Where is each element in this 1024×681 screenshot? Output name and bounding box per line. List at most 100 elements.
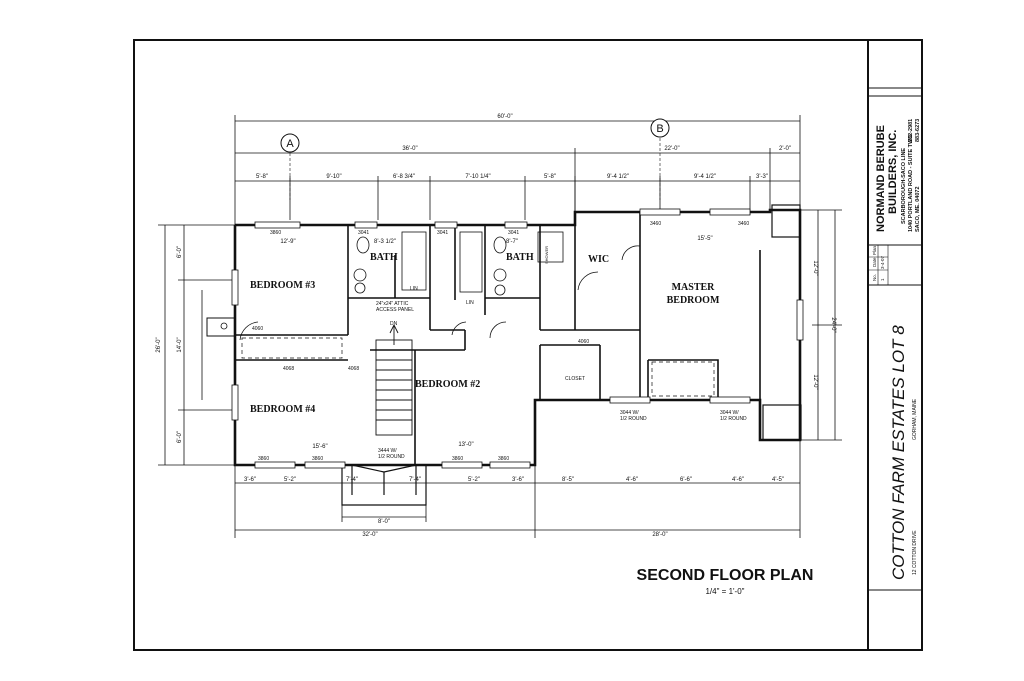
dim-bottom-0: 3'-6" [244,477,256,483]
note-round-1b: 1/2 ROUND [378,454,405,460]
dim-chain-top: 5'-8" 9'-10" 6'-8 3/4" 7'-10 1/4" 5'-8" … [256,174,768,180]
dim-left-overall: 26'-0" [156,337,162,352]
front-bay [341,464,427,506]
corner-box [762,404,802,441]
side-dimensions [158,209,842,466]
dim-bottom-6: 8'-5" [562,477,574,483]
window-tag-10: 4060 [252,326,263,332]
dim-left-bot: 6'-0" [177,431,183,443]
bottom-dimensions [234,440,801,538]
room-wic: WIC [588,254,609,265]
rev-row-no: 1 [880,278,885,281]
room-bedroom-2: BEDROOM #2 [415,379,480,390]
dim-bed4-width: 15'-6" [312,444,327,450]
grid-marker-b-label: B [656,123,663,135]
dim-bottom-3: 7'-4" [409,477,421,483]
note-attic-2: ACCESS PANEL [376,307,414,313]
grid-marker-b: B [650,118,670,200]
fireplace-box [206,317,236,337]
window-tag-11: 4068 [283,366,294,372]
exterior-walls [233,208,802,467]
dim-bottom-9: 4'-6" [732,477,744,483]
dim-bottom-10: 4'-5" [772,477,784,483]
dim-bed2-width: 13'-0" [458,442,473,448]
phone-1: 282-2981 [908,119,914,142]
window-tag-6: 3860 [258,456,269,462]
dim-bottom-7: 4'-6" [626,477,638,483]
window-tag-2: 3041 [437,230,448,236]
dim-top-right-end: 2'-0" [779,146,791,152]
window-tag-1: 3041 [358,230,369,236]
dim-master-width: 15'-5" [697,236,712,242]
note-round-2b: 1/2 ROUND [620,416,647,422]
window-tag-4: 3460 [650,221,661,227]
dim-top-right: 22'-0" [664,146,679,152]
dim-bottom-1: 5'-2" [284,477,296,483]
dim-chain-0: 5'-8" [256,174,268,180]
address-line-1: 1040 PORTLAND ROAD - SUITE TWO [908,134,914,232]
note-round-3a: 3044 W/ [720,410,739,416]
dim-bath1-width: 8'-3 1/2" [374,239,396,245]
dim-top-left: 36'-0" [402,146,417,152]
interior-walls [235,212,761,465]
title-block: NORMAND BERUBE BUILDERS, INC. SCARBOROUG… [868,87,922,591]
stairs [375,323,413,436]
note-round-2a: 3044 W/ [620,410,639,416]
window-tag-7: 3860 [312,456,323,462]
room-lin-2: LIN [466,300,474,306]
rev-header-date: Date [872,257,877,267]
dim-bottom-4: 5'-2" [468,477,480,483]
window-tag-13: 4060 [578,339,589,345]
window-tag-3: 3041 [508,230,519,236]
project-title: COTTON FARM ESTATES LOT 8 [889,325,908,580]
window-tag-9: 3860 [498,456,509,462]
flue-icon [220,322,228,330]
note-shower: SHOWER [544,246,549,264]
window-tag-8: 3860 [452,456,463,462]
rev-row-date: 3-4-07 [880,255,885,269]
dim-chain-2: 6'-8 3/4" [393,174,415,180]
dim-chain-6: 9'-4 1/2" [694,174,716,180]
windows [231,208,804,469]
room-master-1: MASTER [672,282,716,293]
dim-top-overall: 60'-0" [497,114,512,120]
dim-bottom-8: 6'-6" [680,477,692,483]
phone-2: 883-6273 [915,119,921,142]
room-master-2: BEDROOM [667,295,720,306]
room-bath-1: BATH [370,252,398,263]
dim-right-bot: 12'-0" [812,374,818,389]
room-bath-2: BATH [506,252,534,263]
dim-bed3-width: 12'-9" [280,239,295,245]
dim-left-top: 6'-0" [177,246,183,258]
dim-chain-4: 5'-8" [544,174,556,180]
company-line-3: SCARBOROUGH-SACO LINE [901,148,907,224]
sheet-border [133,39,923,651]
window-tag-12: 4068 [348,366,359,372]
closet-dashed [241,337,715,397]
company-line-1: NORMAND BERUBE [875,125,887,232]
fixtures [239,231,641,341]
rev-header-no: No. [872,274,877,281]
dim-bottom-left: 32'-0" [362,532,377,538]
sheet-scale: 1/4" = 1'-0" [705,587,744,596]
room-closet: CLOSET [565,376,585,382]
window-tags: 3860 3041 3041 3041 3460 3460 3860 3860 … [252,221,749,462]
rev-header-plan: Plan [872,245,877,255]
window-tag-0: 3860 [270,230,281,236]
room-lin-1: LIN [410,286,418,292]
dim-chain-5: 9'-4 1/2" [607,174,629,180]
chimney [771,204,801,238]
dim-chain-7: 3'-3" [756,174,768,180]
grid-marker-a-label: A [286,138,294,150]
note-round-1a: 3444 W/ [378,448,397,454]
dim-right-overall: 24'-0" [830,317,836,332]
address-line-2: SACO, ME. 04072 [915,186,921,232]
dim-bay: 8'-0" [378,519,390,525]
dim-bottom-5: 3'-6" [512,477,524,483]
dim-left-mid: 14'-0" [177,337,183,352]
dim-chain-bottom: 3'-6" 5'-2" 7'-4" 7'-4" 5'-2" 3'-6" 8'-5… [244,477,784,483]
grid-marker-a: A [280,133,300,200]
project-street: 12 COTTON DRIVE [912,530,918,575]
note-attic-1: 24"x24" ATTIC [376,301,409,307]
